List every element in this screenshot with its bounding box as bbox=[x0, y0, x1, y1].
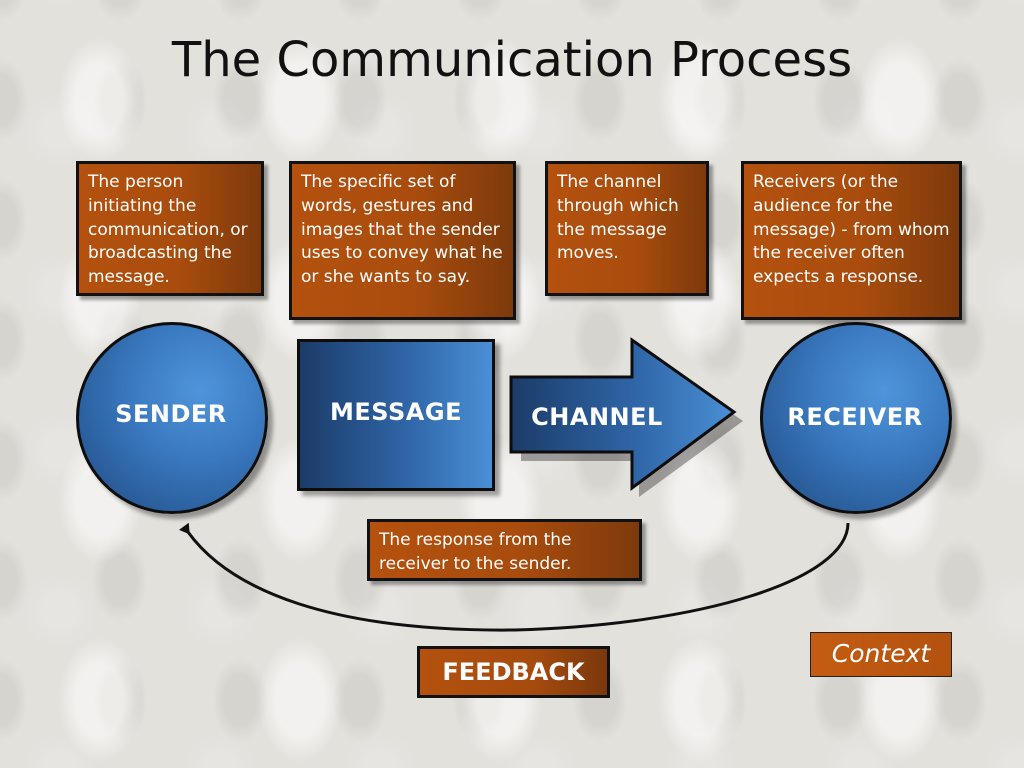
receiver-description: Receivers (or the audience for the messa… bbox=[741, 161, 962, 320]
receiver-label: RECEIVER bbox=[787, 403, 923, 431]
sender-circle bbox=[76, 322, 268, 514]
channel-label: CHANNEL bbox=[531, 403, 663, 431]
receiver-circle bbox=[760, 322, 952, 514]
message-description: The specific set of words, gestures and … bbox=[289, 161, 516, 320]
feedback-arrow bbox=[179, 522, 850, 632]
page-title: The Communication Process bbox=[171, 32, 853, 88]
sender-description: The person initiating the communication,… bbox=[76, 161, 264, 296]
context-label: Context bbox=[810, 632, 952, 677]
channel-description: The channel through which the message mo… bbox=[545, 161, 709, 296]
message-box bbox=[297, 339, 495, 491]
sender-label: SENDER bbox=[115, 400, 227, 428]
feedback-label: FEEDBACK bbox=[417, 646, 610, 698]
feedback-description: The response from the receiver to the se… bbox=[367, 519, 642, 581]
message-label: MESSAGE bbox=[330, 398, 462, 426]
